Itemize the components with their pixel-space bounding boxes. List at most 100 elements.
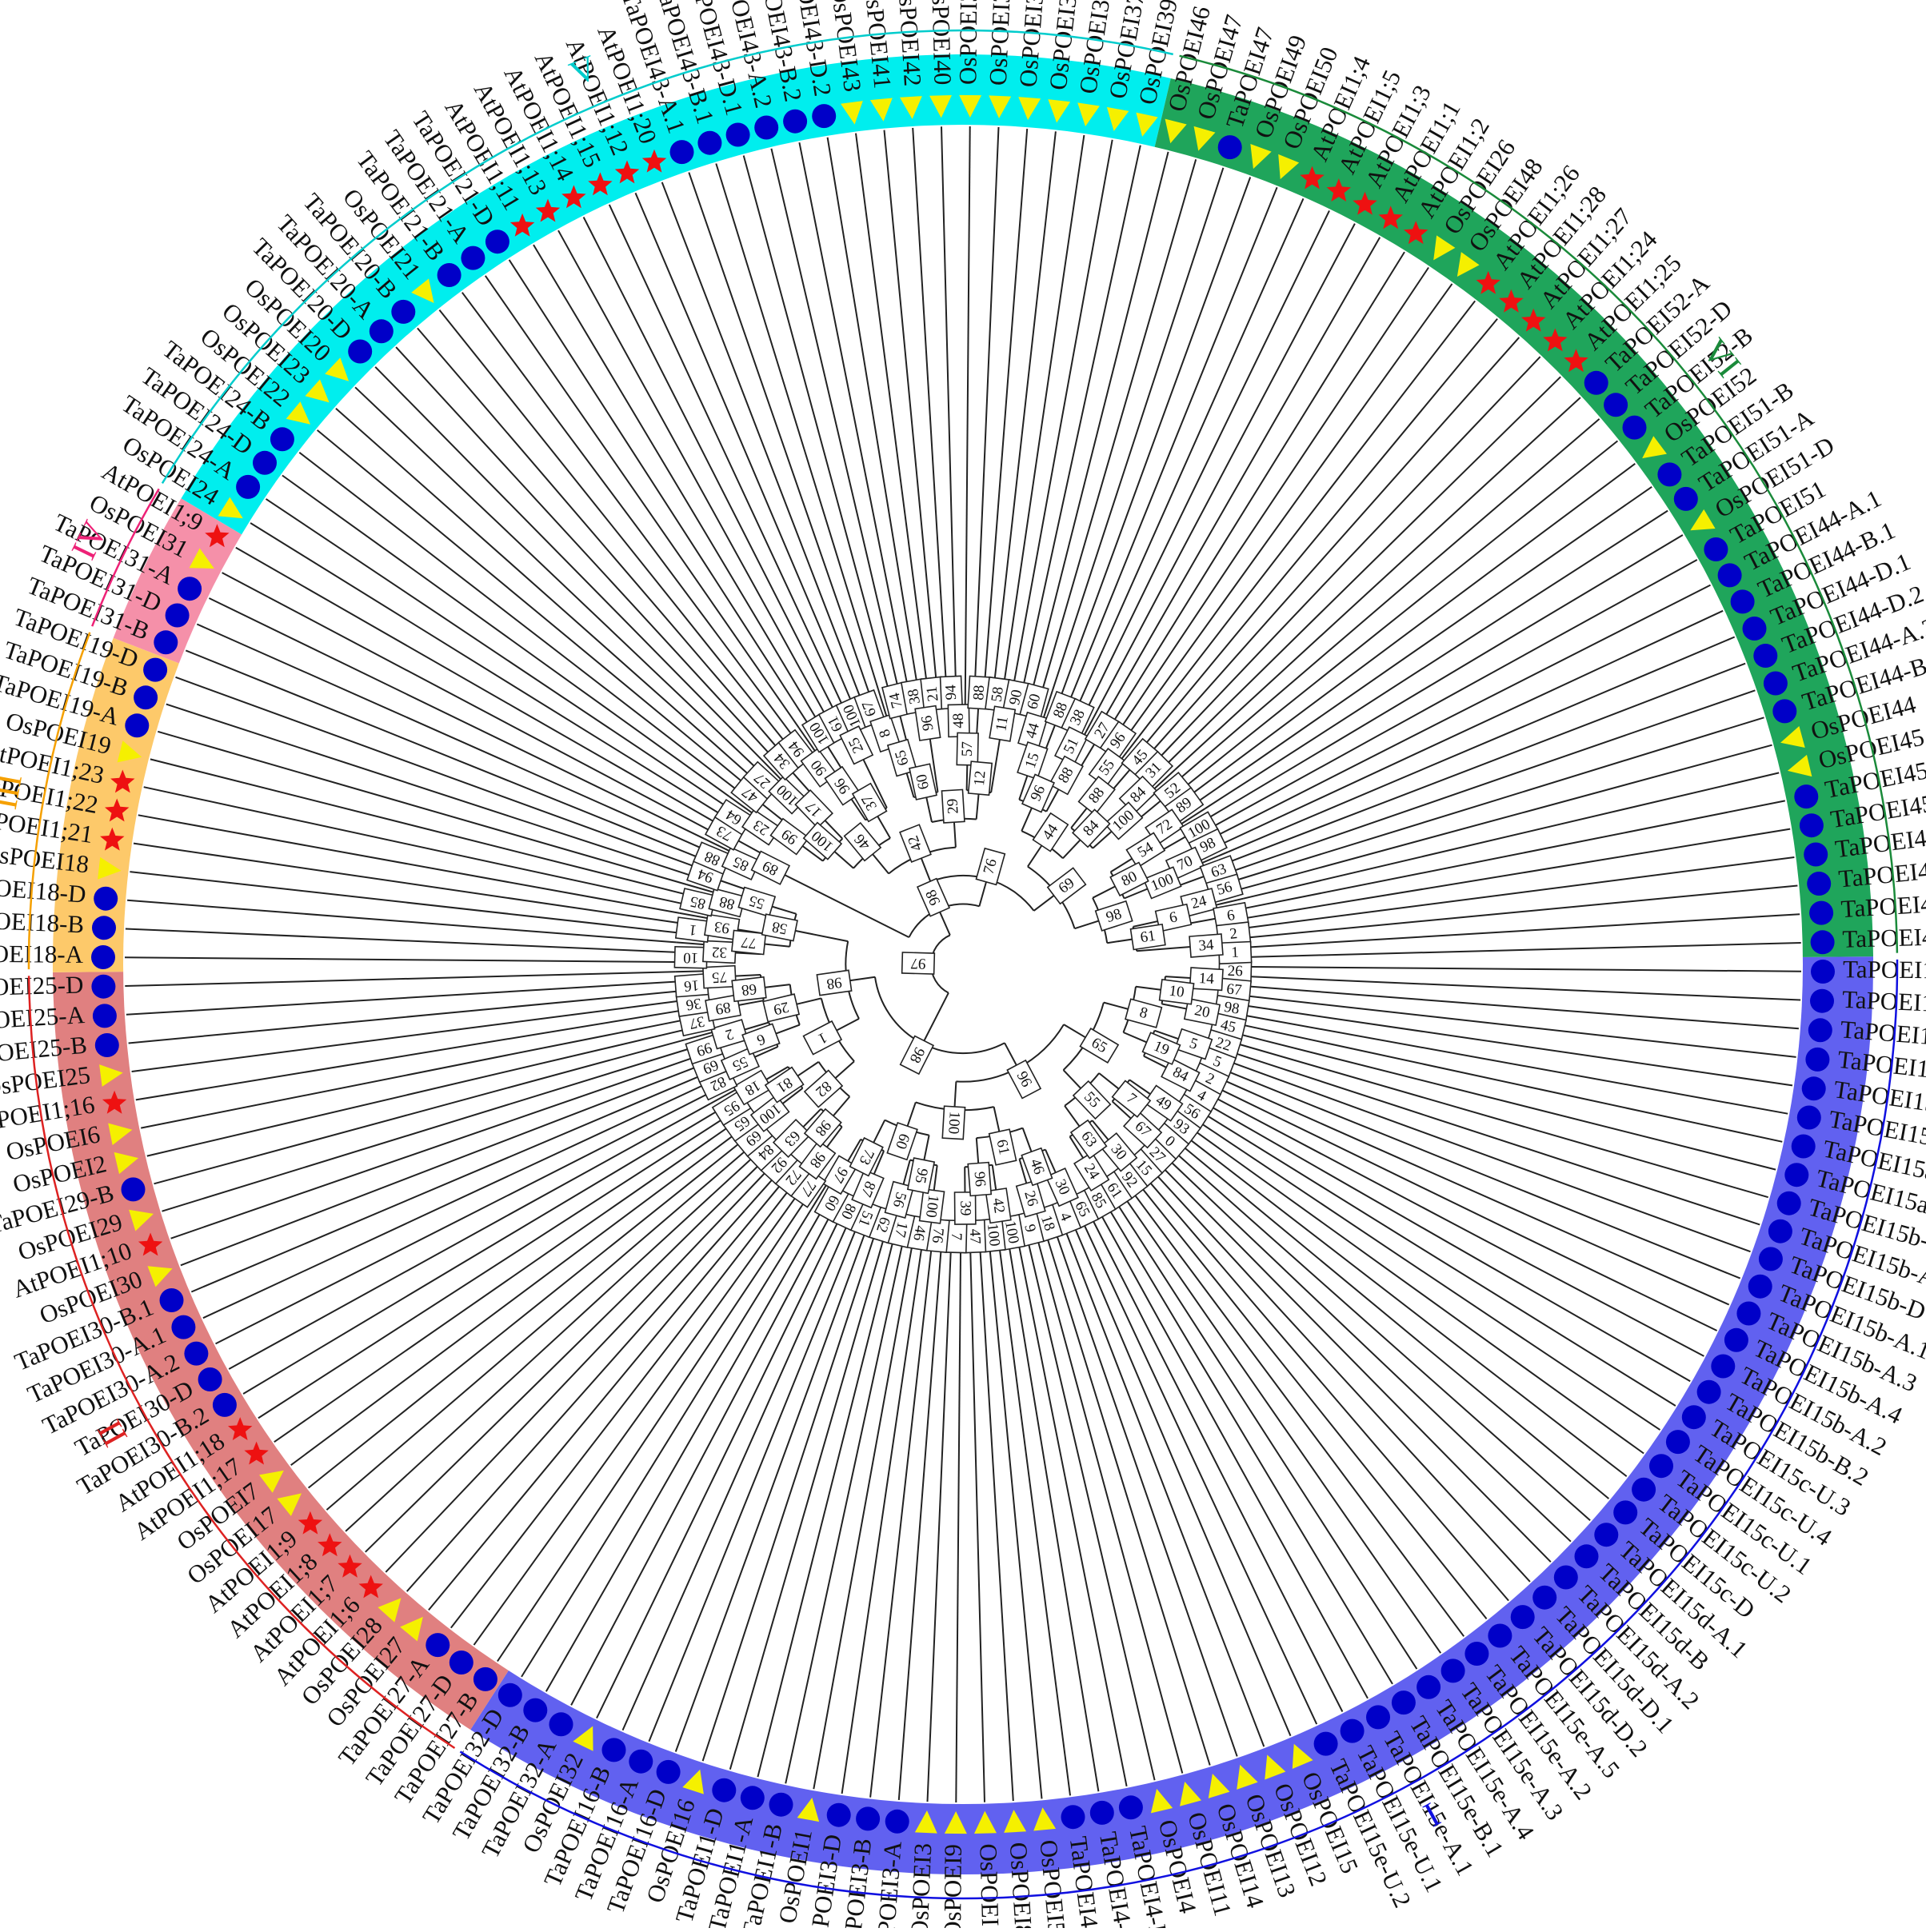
svg-text:67: 67: [1226, 980, 1243, 999]
wheat-marker: [1768, 1219, 1792, 1243]
wheat-marker: [1488, 1624, 1512, 1648]
wheat-marker: [1674, 487, 1698, 511]
leaf-label: OsPOEI40: [926, 0, 957, 86]
wheat-marker: [134, 685, 158, 709]
wheat-marker: [1777, 1192, 1801, 1215]
svg-text:58: 58: [989, 686, 1007, 704]
wheat-marker: [697, 131, 721, 155]
wheat-marker: [1119, 1795, 1143, 1819]
svg-text:100: 100: [922, 1194, 941, 1219]
svg-text:48: 48: [950, 713, 967, 728]
svg-text:100: 100: [984, 1223, 1003, 1247]
wheat-marker: [1584, 371, 1608, 395]
bootstrap-value: 98: [817, 970, 851, 995]
svg-text:10: 10: [1168, 983, 1185, 1001]
wheat-marker: [1594, 1523, 1618, 1547]
wheat-marker: [1341, 1719, 1365, 1743]
wheat-marker: [461, 246, 485, 270]
wheat-marker: [1736, 1302, 1760, 1326]
wheat-marker: [812, 104, 836, 128]
wheat-marker: [1804, 843, 1828, 867]
wheat-marker: [1759, 1247, 1783, 1271]
leaf-label: OsPOEI10: [974, 1843, 1005, 1928]
bootstrap-value: 100: [920, 1189, 945, 1223]
wheat-marker: [1748, 1275, 1772, 1299]
wheat-marker: [1657, 462, 1681, 486]
wheat-marker: [1797, 1106, 1821, 1130]
wheat-marker: [1314, 1732, 1338, 1756]
wheat-marker: [498, 1683, 522, 1707]
wheat-marker: [1724, 1328, 1748, 1352]
wheat-marker: [602, 1738, 626, 1762]
svg-text:96: 96: [918, 714, 937, 732]
svg-text:88: 88: [970, 685, 988, 701]
wheat-marker: [236, 475, 260, 499]
bootstrap-value: 1: [1219, 942, 1252, 964]
svg-text:7: 7: [948, 1232, 965, 1240]
svg-text:20: 20: [1193, 1002, 1212, 1021]
wheat-marker: [91, 945, 115, 969]
wheat-marker: [125, 713, 149, 737]
wheat-marker: [154, 630, 178, 654]
svg-text:58: 58: [770, 918, 789, 937]
svg-text:14: 14: [1198, 970, 1215, 988]
wheat-marker: [93, 1004, 117, 1028]
wheat-marker: [166, 604, 190, 628]
wheat-marker: [712, 1778, 736, 1802]
leaf-label: TaPOEI18-B: [0, 905, 85, 939]
wheat-marker: [1743, 617, 1767, 641]
wheat-marker: [1772, 699, 1796, 723]
bootstrap-value: 100: [942, 1106, 965, 1139]
svg-text:10: 10: [683, 949, 699, 966]
wheat-marker: [1666, 1430, 1690, 1454]
wheat-marker: [178, 577, 202, 601]
wheat-marker: [1613, 1500, 1637, 1524]
wheat-marker: [741, 1786, 765, 1810]
wheat-marker: [1802, 1076, 1826, 1100]
wheat-marker: [1811, 960, 1835, 984]
bootstrap-value: 97: [902, 952, 935, 974]
wheat-marker: [1392, 1690, 1416, 1714]
wheat-marker: [1697, 1380, 1721, 1404]
svg-text:96: 96: [971, 1171, 989, 1188]
bootstrap-value: 14: [1190, 968, 1223, 990]
wheat-marker: [1441, 1659, 1465, 1683]
leaf-label: OsPOEI35: [984, 0, 1017, 86]
wheat-marker: [1090, 1801, 1114, 1825]
wheat-marker: [1805, 1048, 1829, 1072]
svg-text:32: 32: [711, 944, 727, 961]
bootstrap-value: 34: [1189, 934, 1223, 957]
wheat-marker: [92, 916, 116, 940]
wheat-marker: [1731, 589, 1755, 613]
svg-text:77: 77: [741, 933, 757, 952]
svg-text:89: 89: [714, 999, 732, 1018]
wheat-marker: [1623, 416, 1647, 440]
bootstrap-value: 10: [1160, 980, 1194, 1004]
wheat-marker: [1061, 1805, 1085, 1829]
bootstrap-value: 77: [732, 931, 765, 955]
wheat-marker: [1511, 1605, 1535, 1629]
wheat-marker: [122, 1177, 146, 1201]
wheat-marker: [213, 1393, 237, 1417]
wheat-marker: [1632, 1478, 1656, 1502]
wheat-marker: [184, 1342, 208, 1366]
bootstrap-value: 10: [674, 947, 707, 968]
wheat-marker: [1218, 135, 1242, 159]
wheat-marker: [1464, 1642, 1488, 1666]
wheat-marker: [1809, 901, 1833, 925]
inner-disc: [123, 125, 1803, 1804]
wheat-marker: [1711, 1355, 1735, 1379]
wheat-marker: [754, 116, 778, 140]
wheat-marker: [1800, 813, 1824, 837]
leaf-label: TaPOEI45-D.1: [1842, 921, 1926, 953]
wheat-marker: [827, 1803, 851, 1827]
wheat-marker: [1807, 872, 1831, 896]
leaf-label: TaPOEI15a-U.2: [1843, 955, 1926, 984]
wheat-marker: [629, 1750, 653, 1774]
wheat-marker: [1532, 1586, 1556, 1610]
wheat-marker: [391, 300, 415, 324]
wheat-marker: [783, 110, 807, 134]
wheat-marker: [1810, 989, 1834, 1013]
svg-text:29: 29: [944, 798, 961, 814]
wheat-marker: [885, 1810, 909, 1834]
